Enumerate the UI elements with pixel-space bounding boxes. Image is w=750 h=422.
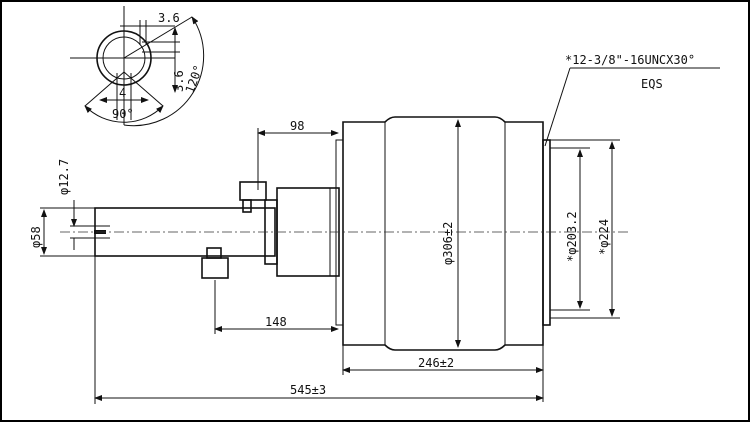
keyway-dim-width: 4 <box>119 86 126 100</box>
dim-flange-dia: *φ224 <box>597 219 611 255</box>
keyway-angle-side: 120° <box>183 63 206 95</box>
grease-nipple-bottom <box>201 257 229 279</box>
keyway-angle-bottom: 90° <box>112 107 134 121</box>
shaft-diameter-label: φ58 <box>29 226 43 248</box>
keyway-dim-top: 3.6 <box>158 11 180 25</box>
dim-total-length: 545±3 <box>290 383 326 397</box>
dimensions: 98 148 246±2 545±3 *φ203.2 *φ224 *12-3/8… <box>94 53 720 404</box>
keyway-section-view: 3.6 3.6 4 90° 120° <box>70 6 206 127</box>
dim-148: 148 <box>265 315 287 329</box>
keyway-dim-side: 3.6 <box>172 70 186 92</box>
thread-note: *12-3/8"-16UNCX30° <box>565 53 695 67</box>
drum-diameter-label: φ306±2 <box>441 222 455 265</box>
dim-98: 98 <box>290 119 304 133</box>
shaft: φ58 φ12.7 <box>29 159 276 257</box>
dim-drum-length: 246±2 <box>418 356 454 370</box>
drum-shell: φ306±2 <box>335 116 551 351</box>
thread-note-sub: EQS <box>641 77 663 91</box>
dim-pcd: *φ203.2 <box>565 211 579 262</box>
end-housing <box>201 181 340 279</box>
bore-diameter-label: φ12.7 <box>57 159 71 195</box>
grease-nipple-top <box>239 181 267 201</box>
